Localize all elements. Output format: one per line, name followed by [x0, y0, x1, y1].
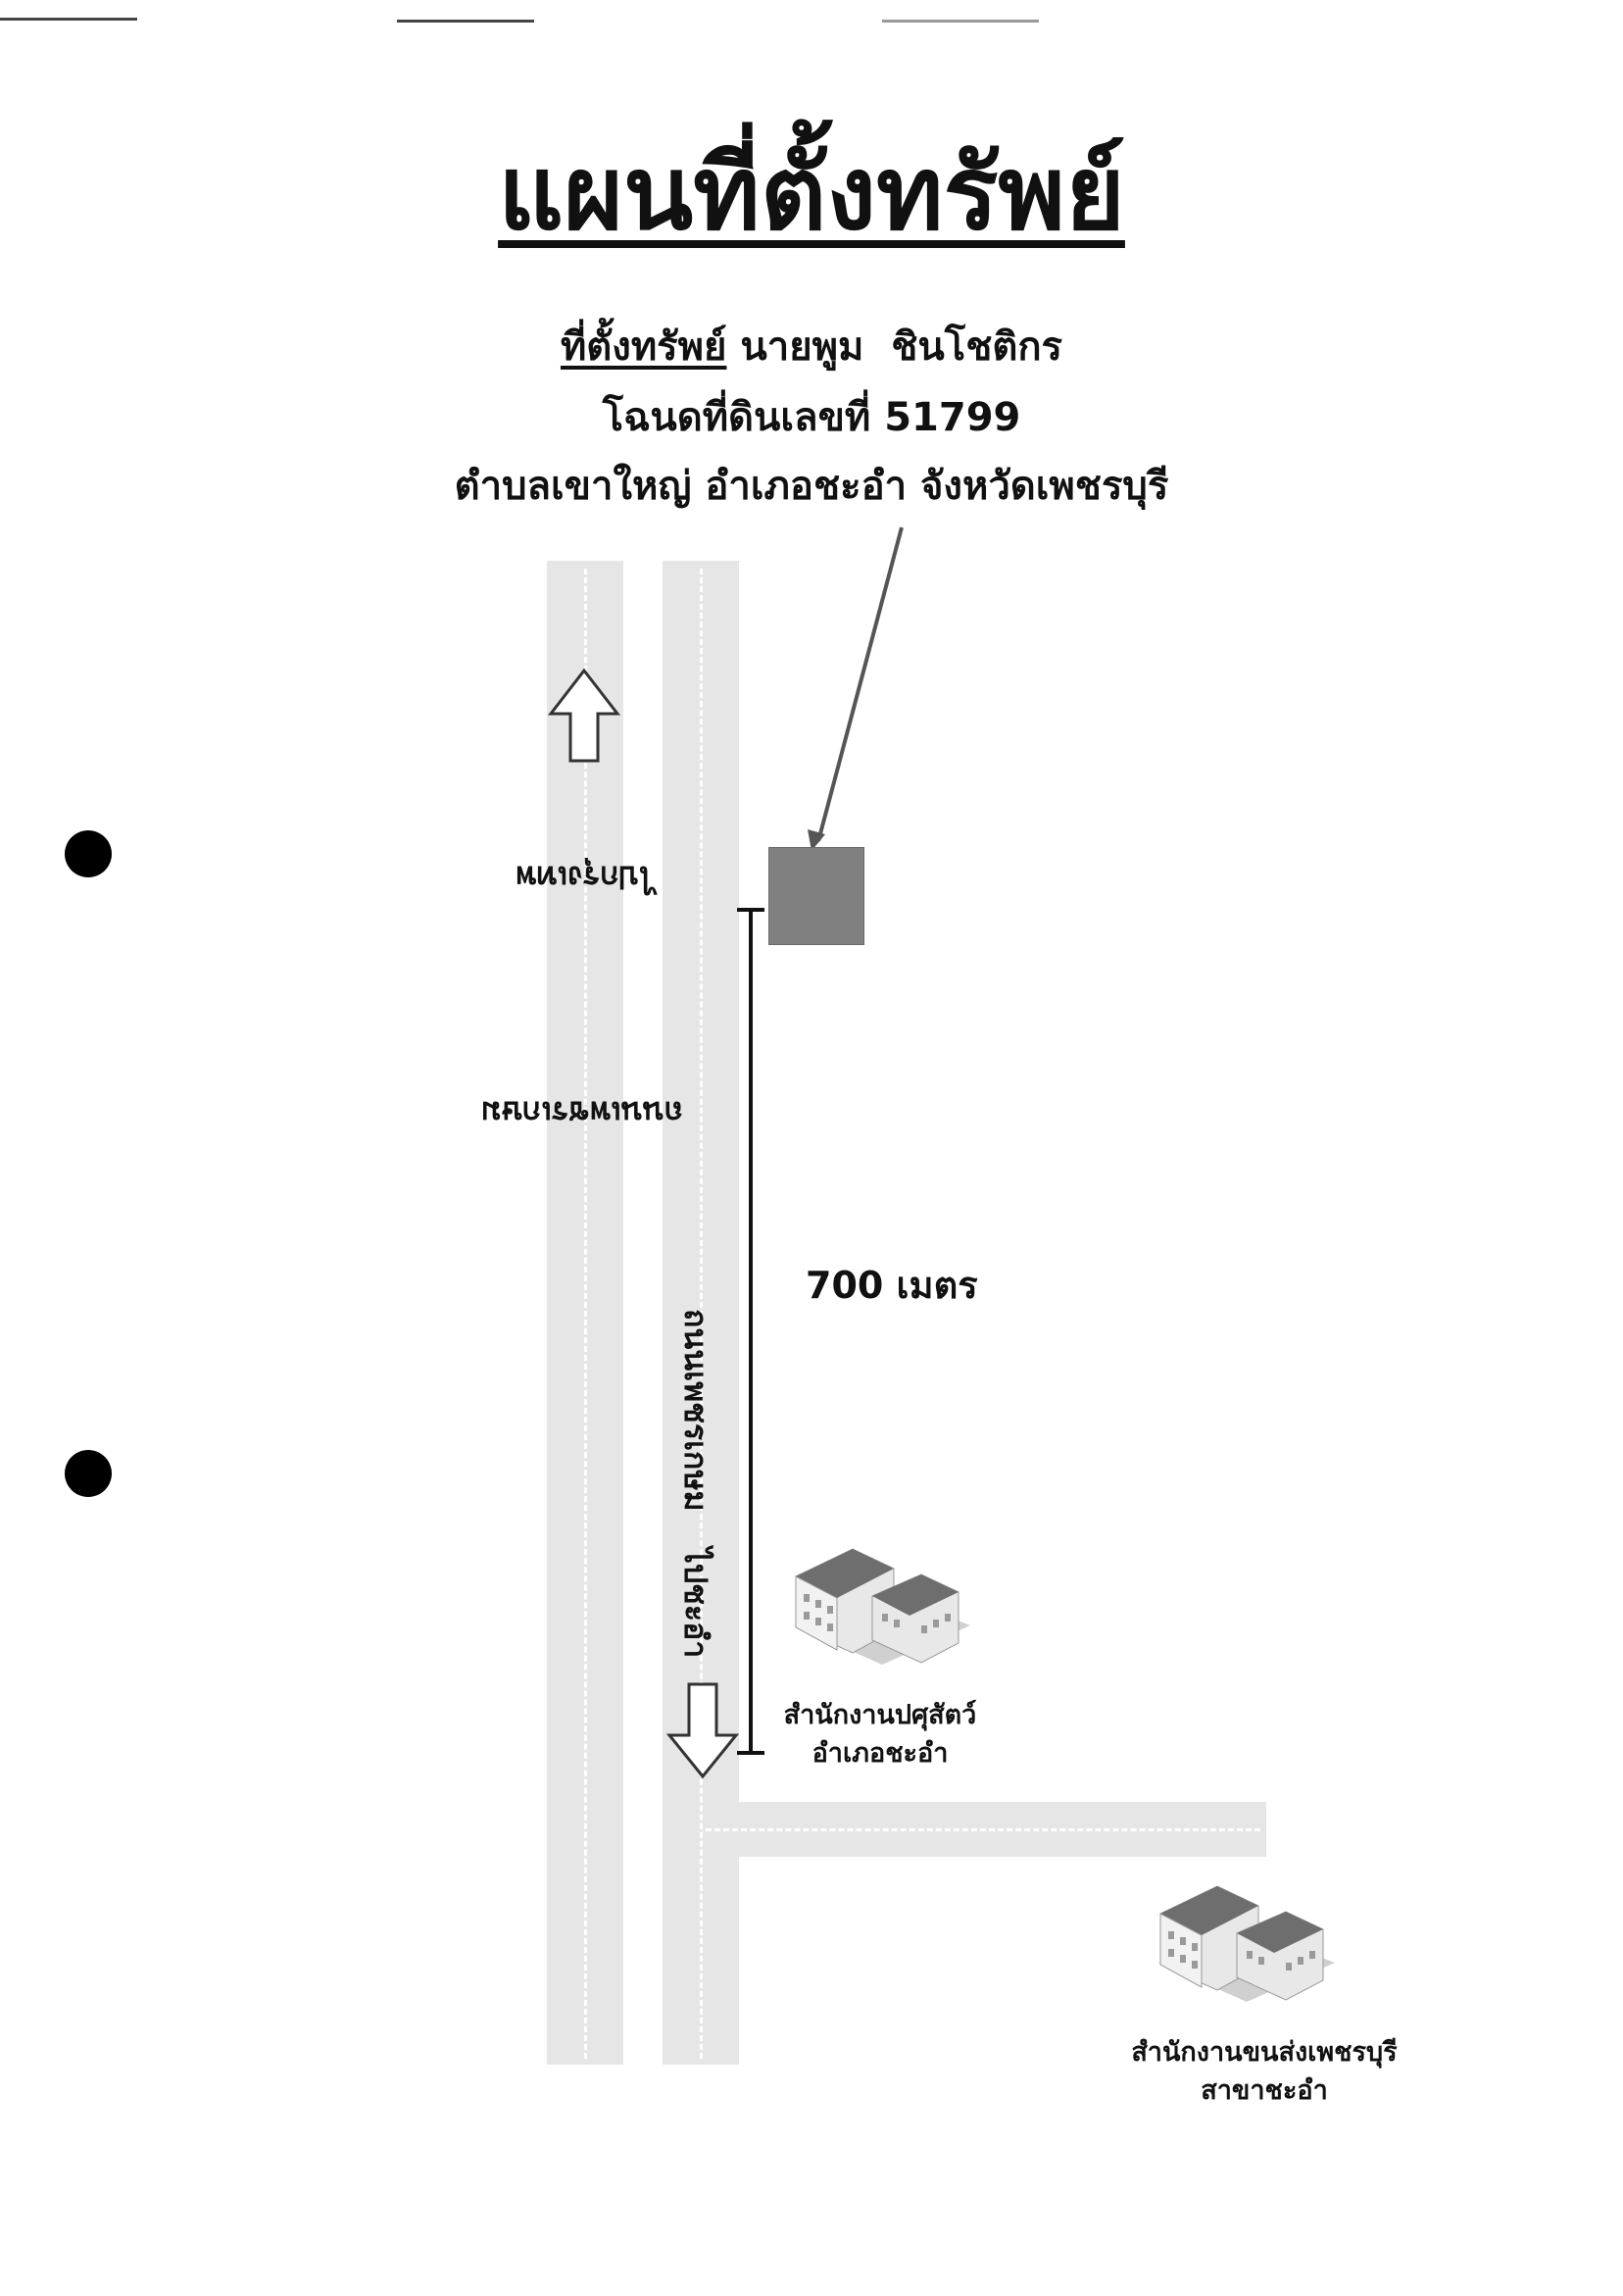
property-owner-line: ที่ตั้งทรัพย์ นายพูม ชินโชติกร	[0, 324, 1623, 371]
landmark-transport-office: สำนักงานขนส่งเพชรบุรี สาขาชะอำ	[1098, 2033, 1431, 2110]
deed-number: โฉนดที่ดินเลขที่ 51799	[602, 395, 1021, 440]
punch-hole-bottom	[65, 1450, 112, 1497]
landmark-livestock-line1: สำนักงานปศุสัตว์	[783, 1700, 977, 1730]
landmark-livestock-office: สำนักงานปศุสัตว์ อำเภอชะอำ	[753, 1696, 1008, 1772]
distance-label: 700 เมตร	[806, 1264, 978, 1307]
property-marker	[768, 847, 864, 945]
left-road-centerline	[584, 569, 587, 2059]
up-arrow-icon	[547, 668, 621, 763]
scan-edge-left	[0, 18, 137, 21]
scan-edge-mid	[397, 20, 534, 23]
building-icon	[794, 1548, 970, 1665]
landmark-transport-line1: สำนักงานขนส่งเพชรบุรี	[1131, 2037, 1398, 2068]
property-owner: นายพูม ชินโชติกร	[740, 324, 1063, 370]
landmark-livestock-line2: อำเภอชะอำ	[812, 1738, 949, 1770]
right-road-centerline	[700, 569, 703, 2059]
pointer-arrow-line	[816, 526, 904, 842]
down-arrow-icon	[665, 1682, 740, 1779]
map-title: แผนที่ตั้งทรัพย์	[498, 133, 1125, 253]
side-road-centerline	[706, 1828, 1260, 1831]
building-icon	[1158, 1885, 1335, 2002]
property-address: ตำบลเขาใหญ่ อำเภอชะอำ จังหวัดเพชรบุรี	[454, 464, 1169, 509]
scan-edge-right	[882, 20, 1039, 23]
landmark-transport-line2: สาขาชะอำ	[1201, 2075, 1328, 2107]
punch-hole-top	[65, 830, 112, 877]
property-label: ที่ตั้งทรัพย์	[560, 324, 727, 370]
pointer-arrow-head	[808, 829, 825, 851]
